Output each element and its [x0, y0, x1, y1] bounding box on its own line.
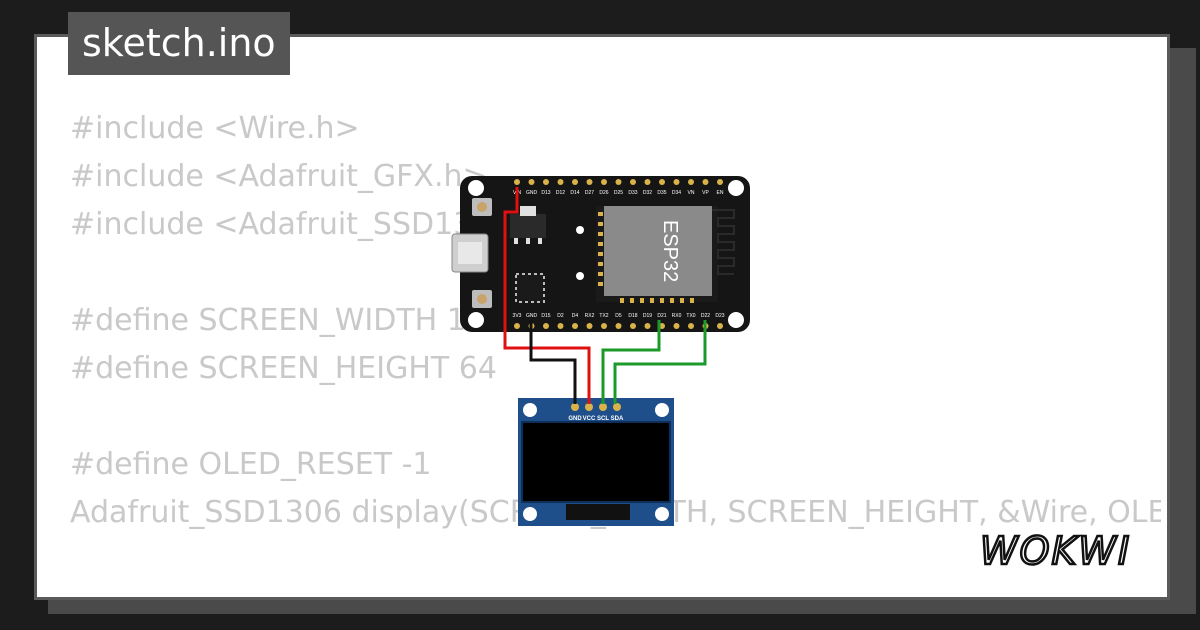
pin-label: D35 [657, 190, 666, 196]
pin-hole [673, 323, 680, 329]
pin-label: D4 [572, 313, 579, 319]
wire-scl [613, 320, 707, 404]
wire-vcc [503, 187, 591, 404]
pin-label: RX0 [672, 313, 682, 319]
pin-label: D25 [614, 190, 623, 196]
oled-pin [613, 403, 621, 411]
pin-label: GND [526, 313, 538, 319]
pin-label: D27 [585, 190, 594, 196]
pin-hole [630, 323, 636, 329]
filename-tab: sketch.ino [68, 12, 290, 75]
pin-hole [615, 179, 622, 185]
pin-label: RX2 [585, 313, 595, 319]
pin-label: GND [526, 190, 538, 196]
pin-label: D23 [715, 313, 724, 319]
pin-hole [615, 323, 622, 329]
pin-hole [673, 179, 680, 185]
pin-hole [630, 179, 636, 185]
pin-hole [586, 179, 593, 185]
pin-hole [528, 179, 535, 185]
pin-hole [659, 179, 665, 185]
pin-label: D26 [599, 190, 608, 196]
pin-hole [586, 323, 593, 329]
pin-hole [514, 179, 520, 185]
pin-label: D13 [541, 190, 550, 196]
oled-pin [571, 403, 579, 411]
pin-hole [644, 179, 651, 185]
pin-hole [644, 323, 651, 329]
pin-label: D32 [643, 190, 652, 196]
esp32-chip-label: ESP32 [659, 220, 681, 282]
wokwi-logo: WOKWI [976, 526, 1154, 576]
pin-hole [572, 179, 578, 185]
pin-hole [572, 323, 578, 329]
oled-pin-label: SCL [597, 416, 609, 422]
code-line: #include <Wire.h> [70, 111, 360, 146]
oled-pin-label: GND [568, 416, 582, 422]
pin-label: D15 [541, 313, 550, 319]
code-line: #include <Adafruit_GFX.h> [70, 159, 488, 194]
wires [503, 187, 707, 404]
pin-label: D22 [701, 313, 710, 319]
oled-pin-label: SDA [611, 416, 624, 422]
pin-hole [702, 179, 709, 185]
pin-hole [543, 323, 549, 329]
oled-pin-label: VCC [583, 416, 596, 422]
wire-gnd [529, 320, 577, 404]
pin-hole [514, 323, 520, 329]
pin-label: D33 [628, 190, 637, 196]
pin-label: D34 [672, 190, 681, 196]
pin-hole [688, 323, 694, 329]
oled-pin [585, 403, 593, 411]
pin-label: D19 [643, 313, 652, 319]
pin-hole [601, 179, 607, 185]
pin-label: D5 [615, 313, 622, 319]
oled-pin [599, 403, 607, 411]
pin-label: 3V3 [513, 313, 522, 319]
pin-hole [557, 323, 564, 329]
pin-label: D2 [557, 313, 564, 319]
code-line: #define SCREEN_HEIGHT 64 [70, 351, 497, 386]
pin-hole [557, 179, 564, 185]
pin-label: D12 [556, 190, 565, 196]
pin-label: TX0 [686, 313, 695, 319]
pin-label: EN [717, 190, 724, 196]
pin-hole [717, 323, 723, 329]
pin-label: VP [702, 190, 709, 196]
code-line: #define OLED_RESET -1 [70, 447, 432, 482]
pin-hole [543, 179, 549, 185]
wire-sda [601, 320, 661, 404]
pin-label: D21 [657, 313, 666, 319]
pin-label: D14 [570, 190, 579, 196]
pin-hole [688, 179, 694, 185]
pin-hole [717, 179, 723, 185]
pin-hole [601, 323, 607, 329]
pin-label: TX2 [599, 313, 608, 319]
wokwi-logo-text: WOKWI [980, 529, 1131, 573]
pin-label: VN [688, 190, 695, 196]
pin-label: D18 [628, 313, 637, 319]
